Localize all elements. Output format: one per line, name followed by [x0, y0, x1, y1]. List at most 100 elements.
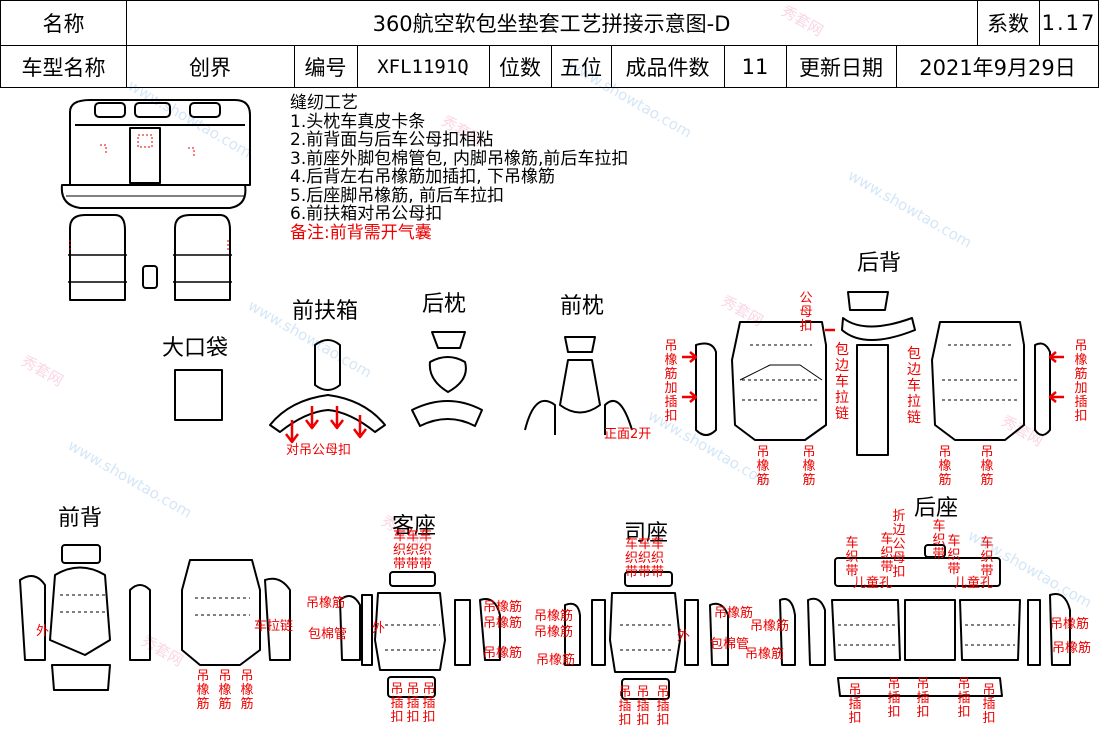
notes-item: 6.前扶箱对吊公母扣 [290, 204, 443, 224]
rear-back-title: 后背 [857, 251, 902, 276]
driver-cotton-label: 包棉管 [710, 637, 750, 652]
rear-back-zip-label: 包边车拉链 [835, 342, 849, 422]
rear-headrest-title: 后枕 [422, 292, 467, 317]
big-pocket-title: 大口袋 [162, 336, 229, 361]
rear-back-hang-label: 吊橡筋 [938, 445, 952, 488]
passenger-rubber-label: 吊橡筋 [483, 600, 523, 615]
driver-seat-pattern [564, 571, 796, 700]
notes-item: 5.后座脚吊橡筋, 前后车拉扣 [290, 185, 505, 206]
notes-heading: 缝纫工艺 [290, 93, 358, 113]
notes-item: 4.后背左右吊橡筋加插扣, 下吊橡筋 [290, 167, 556, 187]
notes-item: 3.前座外脚包棉管包, 内脚吊橡筋,前后车拉扣 [290, 148, 629, 169]
front-headrest-pattern [524, 336, 633, 435]
passenger-outer-label: 外 [372, 621, 386, 636]
rear-seat-belt-label: 车织带 [932, 519, 946, 562]
rear-back-red-arrows [682, 328, 1064, 403]
passenger-belt-label: 织织织 [393, 543, 433, 558]
front-back-pattern [19, 544, 291, 691]
headrest-open-label: 正面2开 [604, 427, 652, 442]
driver-plug-label: 吊插扣 [656, 685, 670, 728]
passenger-seat-pattern [339, 571, 501, 698]
front-back-outer-label: 外 [36, 624, 50, 639]
rear-seat-rubber-label: 吊橡筋 [1050, 617, 1090, 632]
front-back-hang-label: 吊橡筋 [218, 669, 232, 712]
rear-back-pattern [695, 291, 1051, 456]
passenger-seat-title: 客座 [392, 514, 437, 539]
name-label: 名称 [42, 12, 85, 36]
rear-seat-belt-label: 车织带 [947, 534, 961, 577]
rear-headrest-pattern [411, 331, 483, 427]
big-pocket-pattern [174, 369, 223, 421]
driver-rubber-label: 吊橡筋 [534, 609, 574, 624]
rear-back-hang-label: 吊橡筋 [980, 445, 994, 488]
passenger-rubber-label: 吊橡筋 [483, 616, 523, 631]
document-title: 360航空软包坐垫套工艺拼接示意图-D [372, 12, 731, 36]
rear-seat-belt-label: 车织带 [880, 532, 894, 575]
header-divider [1, 45, 1098, 46]
code-label: 编号 [304, 55, 347, 80]
rear-seat-fold-label: 折边公母扣 [892, 509, 906, 580]
rear-seat-plug-label: 吊插扣 [848, 683, 862, 726]
front-armrest-pattern [269, 339, 386, 433]
coef-label: 系数 [987, 12, 1029, 36]
front-headrest-title: 前枕 [560, 294, 605, 319]
rear-seat-belt-label: 车织带 [980, 536, 994, 579]
seats-label: 位数 [499, 55, 541, 80]
rear-seat-child-hole-label: 儿童孔 [853, 576, 893, 591]
armrest-snap-label: 对吊公母扣 [286, 443, 352, 458]
passenger-plug-label: 吊插扣 [422, 682, 436, 725]
seats-value: 五位 [560, 55, 602, 80]
front-back-hang-label: 吊橡筋 [196, 669, 210, 712]
front-back-zip-label: 车拉链 [254, 619, 294, 634]
rear-back-left-rubber-label: 吊橡筋加插扣 [664, 339, 678, 424]
passenger-cotton-label: 包棉管 [308, 627, 348, 642]
rear-back-hang-label: 吊橡筋 [802, 445, 816, 488]
rear-seat-title: 后座 [914, 496, 959, 521]
pieces-value: 11 [741, 54, 769, 79]
model-label: 车型名称 [21, 55, 106, 80]
notes-remark: 备注:前背需开气囊 [290, 222, 432, 243]
driver-belt-label: 车车车 [625, 537, 665, 552]
rear-seat-plug-label: 吊插扣 [887, 677, 901, 720]
driver-rubber-label: 吊橡筋 [534, 625, 574, 640]
driver-rubber-label: 吊橡筋 [536, 653, 576, 668]
front-armrest-title: 前扶箱 [292, 299, 359, 324]
rear-back-right-rubber-label: 吊橡筋加插扣 [1074, 339, 1088, 424]
passenger-rubber-label: 吊橡筋 [483, 646, 523, 661]
rear-seat-child-hole-label: 儿童孔 [954, 576, 994, 591]
rear-seat-rubber-label: 吊橡筋 [1052, 641, 1092, 656]
notes-item: 1.头枕车真皮卡条 [290, 111, 426, 132]
passenger-plug-label: 吊插扣 [390, 682, 404, 725]
front-back-title: 前背 [58, 506, 103, 531]
code-value: XFL1191Q [377, 55, 469, 78]
driver-belt-label: 带带带 [625, 565, 665, 580]
passenger-rubber-label: 吊橡筋 [306, 596, 346, 611]
seat-overview-diagram [60, 99, 251, 301]
date-value: 2021年9月29日 [919, 55, 1076, 80]
rear-back-zip-label: 包边车拉链 [907, 346, 921, 426]
pieces-label: 成品件数 [625, 55, 710, 80]
rear-seat-plug-label: 吊插扣 [916, 677, 930, 720]
passenger-belt-label: 车车车 [393, 529, 433, 544]
rear-seat-plug-label: 吊插扣 [957, 677, 971, 720]
passenger-belt-label: 带带带 [393, 557, 433, 572]
sewing-notes: 缝纫工艺 1.头枕车真皮卡条 2.前背面与后车公母扣相粘 3.前座外脚包棉管包,… [290, 94, 628, 242]
model-value: 创界 [189, 55, 231, 80]
driver-plug-label: 吊插扣 [636, 685, 650, 728]
rear-seat-plug-label: 吊插扣 [982, 683, 996, 726]
driver-seat-title: 司座 [624, 521, 669, 546]
rear-back-hang-label: 吊橡筋 [756, 445, 770, 488]
driver-rubber-label: 吊橡筋 [714, 606, 754, 621]
coef-value: 1.17 [1041, 11, 1097, 35]
notes-item: 2.前背面与后车公母扣相粘 [290, 130, 494, 150]
header-table: 名称 360航空软包坐垫套工艺拼接示意图-D 系数 1.17 车型名称 创界 编… [0, 0, 1099, 88]
driver-rubber-label: 吊橡筋 [745, 647, 785, 662]
rear-seat-pattern [807, 544, 1071, 697]
driver-rubber-label: 吊橡筋 [750, 619, 790, 634]
armrest-red-arrows [285, 406, 367, 444]
passenger-plug-label: 吊插扣 [406, 682, 420, 725]
driver-outer-label: 外 [677, 629, 691, 644]
front-back-hang-label: 吊橡筋 [240, 669, 254, 712]
rear-back-snap-label: 公母扣 [799, 291, 813, 334]
